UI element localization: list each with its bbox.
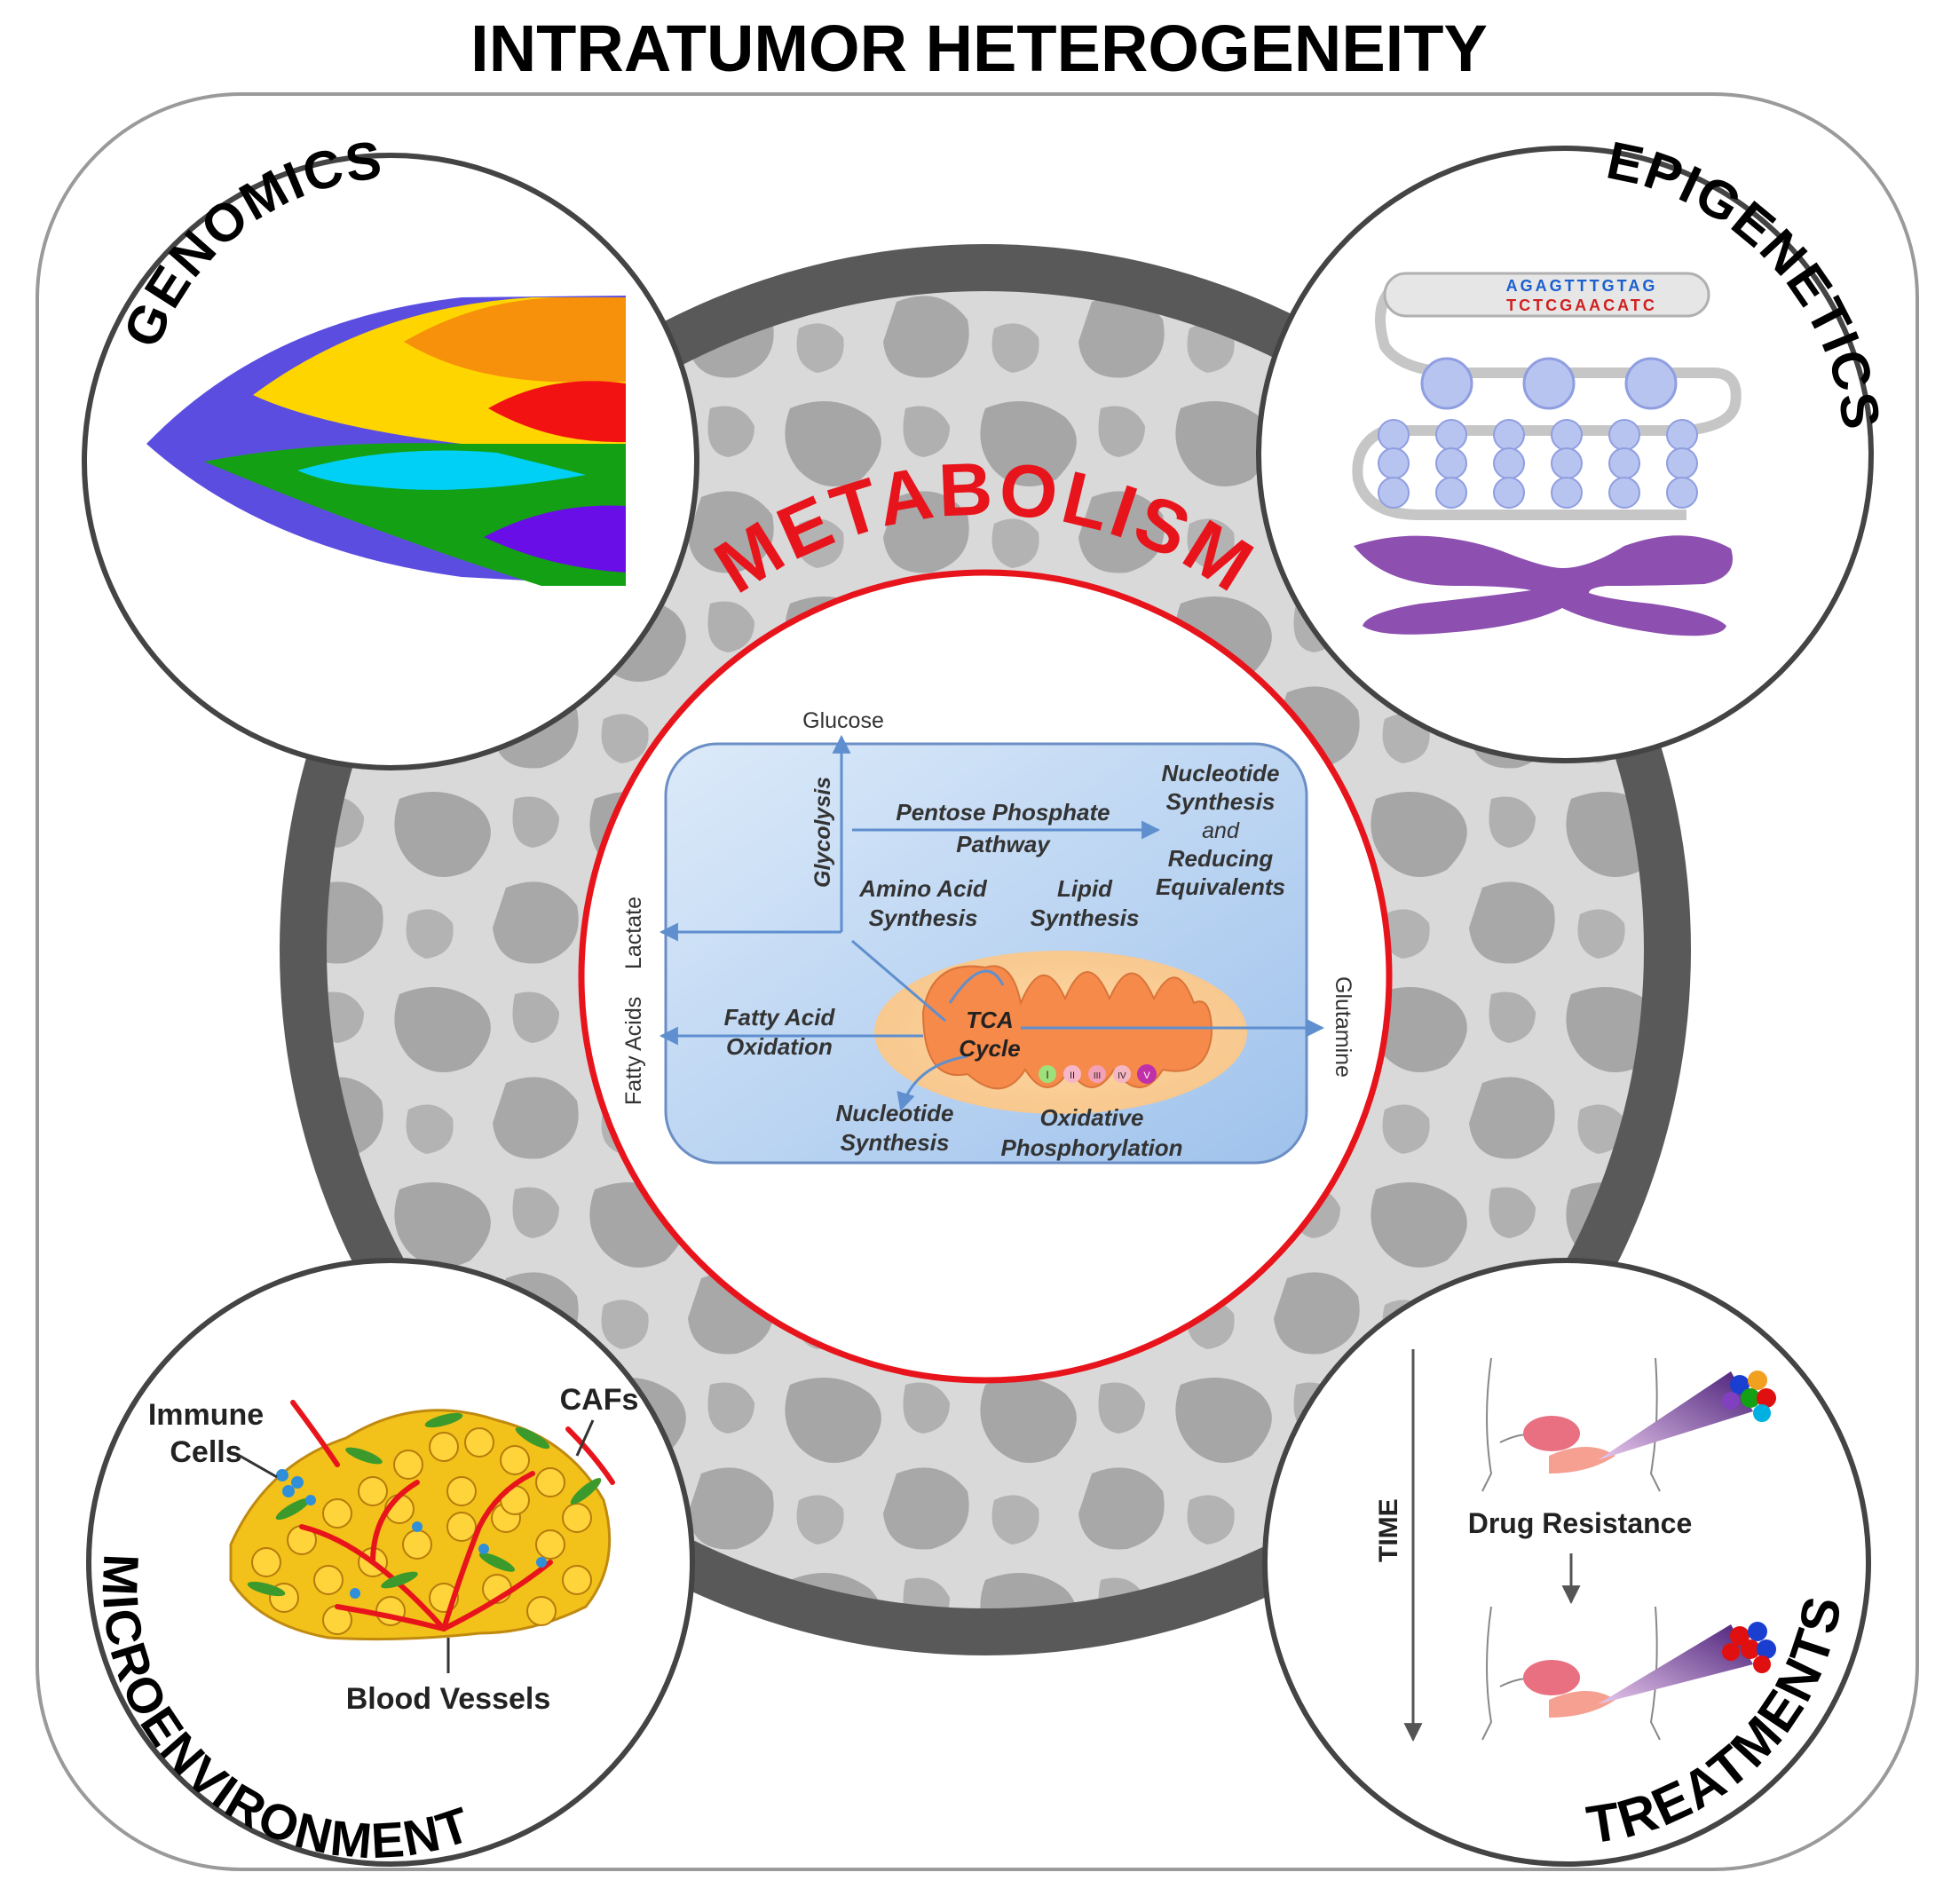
patient-before <box>1481 1357 1776 1492</box>
nucleotide-top-1: Nucleotide <box>1162 760 1280 786</box>
glycolysis-label: Glycolysis <box>810 777 835 888</box>
treatment-illustration: TIME Drug Resistance <box>1374 1349 1776 1742</box>
liver-icon <box>1523 1660 1580 1695</box>
complex-i-label: I <box>1046 1069 1048 1081</box>
clone-cyan <box>297 450 586 490</box>
complex-v-label: V <box>1143 1071 1150 1081</box>
complex-ii <box>1063 1065 1081 1083</box>
figure-title: INTRATUMOR HETEROGENEITY <box>470 12 1488 85</box>
clone-orange <box>404 297 626 382</box>
immune-pointer <box>239 1454 278 1479</box>
patient-after <box>1481 1606 1776 1741</box>
nucleosome <box>1420 357 1473 410</box>
pentose-label-1: Pentose Phosphate <box>896 799 1110 826</box>
pancreas-icon <box>1549 1691 1615 1718</box>
outer-frame <box>36 92 1919 1871</box>
chromatin-illustration: AGAGTTTGTAG TCTCGAACATC <box>1352 272 1742 636</box>
biopsy-beam <box>1598 1371 1753 1460</box>
fao-label-1: Fatty Acid <box>724 1004 836 1031</box>
dna-fiber <box>1352 280 1742 520</box>
cafs-label: CAFs <box>560 1383 639 1417</box>
oxphos-label-2: Phosphorylation <box>1000 1134 1182 1161</box>
nucleosome <box>1522 357 1576 410</box>
immune-label-1: Immune <box>148 1398 264 1432</box>
tca-label-1: TCA <box>966 1007 1013 1033</box>
treatments-circle <box>1262 1258 1871 1867</box>
nucleotide-bottom-1: Nucleotide <box>836 1100 954 1126</box>
fao-label-2: Oxidation <box>726 1033 833 1060</box>
nucleosome-array <box>1378 419 1698 509</box>
cafs-pointer <box>575 1419 595 1457</box>
nucleosome <box>1624 357 1678 410</box>
drug-resistance-label: Drug Resistance <box>1468 1507 1693 1539</box>
dna-strand <box>1383 272 1710 318</box>
amino-label-1: Amino Acid <box>858 875 988 902</box>
complex-iii <box>1088 1065 1106 1083</box>
liver-icon <box>1523 1416 1580 1451</box>
clone-red <box>488 381 626 443</box>
complex-iii-label: III <box>1094 1071 1101 1081</box>
dna-sequence-bottom: TCTCGAACATC <box>1506 296 1657 314</box>
cafs <box>247 1412 602 1597</box>
complex-iv-label: IV <box>1118 1071 1126 1081</box>
complex-ii-label: II <box>1070 1071 1075 1081</box>
pentose-label-2: Pathway <box>956 831 1051 857</box>
immune-cells <box>276 1469 547 1599</box>
complex-v <box>1137 1064 1157 1084</box>
clone-cluster <box>1722 1371 1776 1422</box>
chromosome <box>1354 535 1733 636</box>
vessels-label: Blood Vessels <box>346 1682 551 1716</box>
complex-iv <box>1113 1065 1131 1083</box>
clonal-evolution-fishplot <box>146 296 626 586</box>
fatty-acids-label: Fatty Acids <box>621 997 646 1105</box>
complex-i <box>1039 1065 1056 1083</box>
time-label: TIME <box>1374 1498 1403 1562</box>
blood-vessels <box>290 1400 615 1631</box>
lipid-label-2: Synthesis <box>1031 905 1140 931</box>
nucleotide-top-4: Reducing <box>1168 845 1274 872</box>
nucleotide-top-5: Equivalents <box>1156 873 1285 900</box>
glucose-label: Glucose <box>802 708 884 733</box>
dna-sequence-top: AGAGTTTGTAG <box>1506 277 1658 295</box>
oxphos-label-1: Oxidative <box>1039 1104 1143 1131</box>
nucleotide-bottom-2: Synthesis <box>841 1129 950 1156</box>
tumor-microenvironment-illustration: Immune Cells CAFs Blood Vessels <box>148 1383 639 1716</box>
pancreas-icon <box>1549 1447 1615 1473</box>
immune-label-2: Cells <box>170 1435 241 1469</box>
glutamine-label: Glutamine <box>1331 976 1355 1078</box>
lipid-label-1: Lipid <box>1057 875 1113 902</box>
metabolism-diagram: Glucose Glycolysis Pentose Phosphate Pat… <box>621 708 1355 1165</box>
clone-violet <box>484 505 626 573</box>
clone-cluster <box>1722 1622 1776 1673</box>
tca-label-2: Cycle <box>959 1035 1020 1062</box>
lactate-label: Lactate <box>621 897 646 969</box>
nucleotide-top-2: Synthesis <box>1166 788 1276 815</box>
amino-label-2: Synthesis <box>869 905 978 931</box>
biopsy-beam <box>1598 1624 1753 1704</box>
nucleotide-top-3: and <box>1202 818 1240 843</box>
